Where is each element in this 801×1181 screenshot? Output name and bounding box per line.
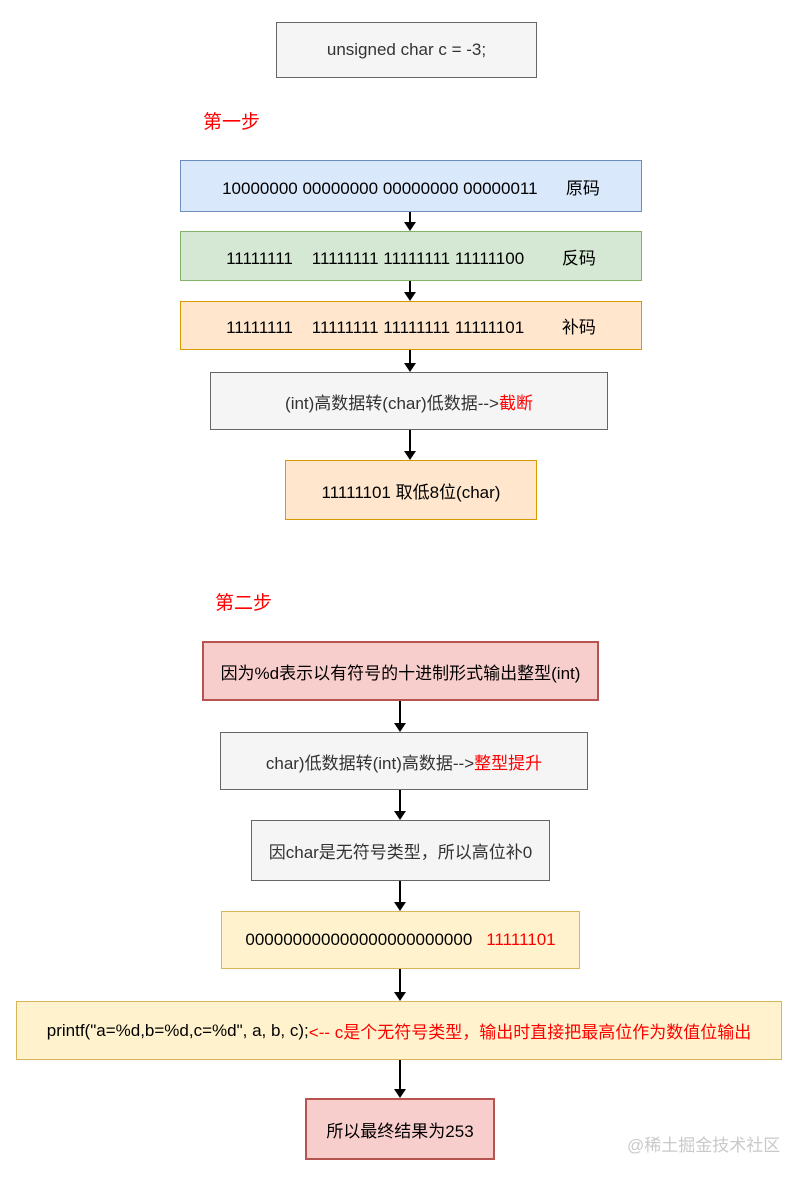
arrow-down <box>409 350 411 364</box>
arrow-down <box>409 212 411 223</box>
integer-promotion-box: char)低数据转(int)高数据-->整型提升 <box>220 732 588 790</box>
code-declaration-text: unsigned char c = -3; <box>326 40 487 59</box>
ones-complement-text: 11111111 11111111 11111111 11111100 反码 <box>226 248 596 268</box>
twos-complement-box: 11111111 11111111 11111111 11111101 补码 <box>180 301 642 350</box>
arrow-down <box>399 969 401 993</box>
twos-complement-text: 11111111 11111111 11111111 11111101 补码 <box>226 318 596 337</box>
promoted-bits-zeros: 000000000000000000000000 <box>245 930 473 949</box>
integer-promotion-text: char)低数据转(int)高数据--> <box>265 753 475 773</box>
watermark: @稀土掘金技术社区 <box>627 1136 781 1155</box>
arrow-down <box>399 790 401 812</box>
truncation-box: (int)高数据转(char)低数据-->截断 <box>210 372 608 430</box>
low8-bits-box: 11111101 取低8位(char) <box>285 460 537 520</box>
arrow-down <box>399 1060 401 1090</box>
zero-padding-text: 因char是无符号类型，所以高位补0 <box>268 843 533 862</box>
original-code-text: 10000000 00000000 00000000 00000011 原码 <box>222 178 600 198</box>
printf-box: printf("a=%d,b=%d,c=%d", a, b, c);<-- c是… <box>16 1001 782 1060</box>
arrow-down <box>399 881 401 903</box>
format-reason-box: 因为%d表示以有符号的十进制形式输出整型(int) <box>202 641 599 701</box>
integer-promotion-highlight: 整型提升 <box>474 753 543 773</box>
truncation-highlight: 截断 <box>498 393 533 413</box>
original-code-box: 10000000 00000000 00000000 00000011 原码 <box>180 160 642 212</box>
zero-padding-box: 因char是无符号类型，所以高位补0 <box>251 820 550 881</box>
truncation-text: (int)高数据转(char)低数据--> <box>285 393 499 413</box>
printf-code: printf("a=%d,b=%d,c=%d", a, b, c); <box>46 1020 309 1040</box>
final-result-box: 所以最终结果为253 <box>305 1098 495 1160</box>
promoted-bits-low: 11111101 <box>486 930 556 949</box>
arrow-down <box>409 430 411 452</box>
arrow-down <box>409 281 411 293</box>
low8-bits-text: 11111101 取低8位(char) <box>321 482 501 502</box>
code-declaration-box: unsigned char c = -3; <box>276 22 537 78</box>
step2-label: 第二步 <box>215 593 273 614</box>
arrow-down <box>399 701 401 724</box>
ones-complement-box: 11111111 11111111 11111111 11111100 反码 <box>180 231 642 281</box>
step1-label: 第一步 <box>203 112 261 133</box>
promoted-bits-box: 000000000000000000000000 11111101 <box>221 911 580 969</box>
printf-comment: <-- c是个无符号类型，输出时直接把最高位作为数值位输出 <box>308 1023 752 1042</box>
format-reason-text: 因为%d表示以有符号的十进制形式输出整型(int) <box>220 663 581 683</box>
final-result-text: 所以最终结果为253 <box>326 1121 474 1141</box>
